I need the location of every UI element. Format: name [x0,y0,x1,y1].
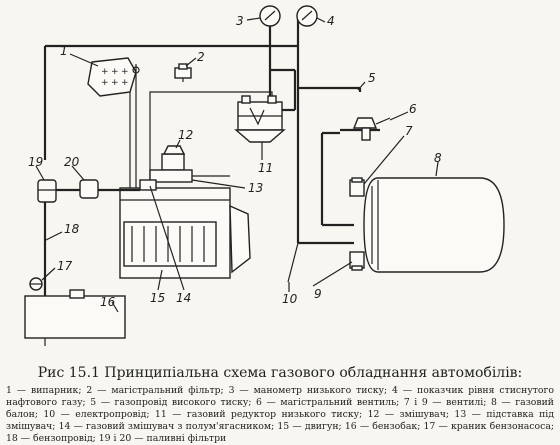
gas-level-indicator [296,5,318,27]
petrol-tank [24,289,126,346]
engine [119,187,251,279]
fuel-filters [37,179,99,203]
valves-7-9 [349,177,365,271]
callout-14: 14 [176,291,191,305]
callout-19: 19 [28,155,43,169]
callout-3: 3 [236,14,244,28]
callout-18: 18 [64,222,80,236]
callout-12: 12 [178,128,193,142]
callout-11: 11 [258,161,273,175]
figure-title: Рис 15.1 Принципіальна схема газового об… [37,365,523,381]
callout-leaders [35,17,439,313]
electric-wire [287,242,299,283]
callout-16: 16 [100,295,116,309]
pipeline-frame [43,18,300,243]
callout-17: 17 [57,259,73,273]
gas-reducer [149,91,286,190]
evaporator-mark-4: + [101,78,109,88]
evaporator-mark-1: + [101,67,109,77]
evaporator-mark-3: + [121,67,129,77]
figure-caption: Рис 15.1 Принципіальна схема газового об… [0,365,560,445]
petrol-pump-tap [29,277,43,291]
callout-9: 9 [314,287,322,301]
evaporator: + + + + + + [87,57,140,200]
low-pressure-gauge [259,5,281,27]
callout-6: 6 [409,102,417,116]
callout-15: 15 [150,291,165,305]
callout-7: 7 [405,124,413,138]
callout-10: 10 [282,292,298,306]
callout-20: 20 [64,155,80,169]
callout-1: 1 [60,44,68,58]
cylinder-pipes [298,131,354,245]
evaporator-mark-6: + [121,78,129,88]
main-filter [174,63,192,82]
callout-13: 13 [248,181,263,195]
callout-numbers: 1 2 3 4 5 6 7 8 9 10 11 12 13 14 15 16 1… [28,14,442,309]
high-pressure-gas-line [298,86,362,92]
gas-equipment-diagram: + + + + + + [24,5,505,346]
main-valve [340,117,391,141]
callout-2: 2 [197,50,205,64]
gas-cylinder [363,177,505,273]
evaporator-mark-2: + [111,67,119,77]
callout-4: 4 [327,14,335,28]
callout-5: 5 [368,71,376,85]
gas-mixer [139,145,230,191]
evaporator-mark-5: + [111,78,119,88]
callout-8: 8 [434,151,442,165]
figure-legend: 1 — випарник; 2 — магістральний фільтр; … [6,385,554,444]
